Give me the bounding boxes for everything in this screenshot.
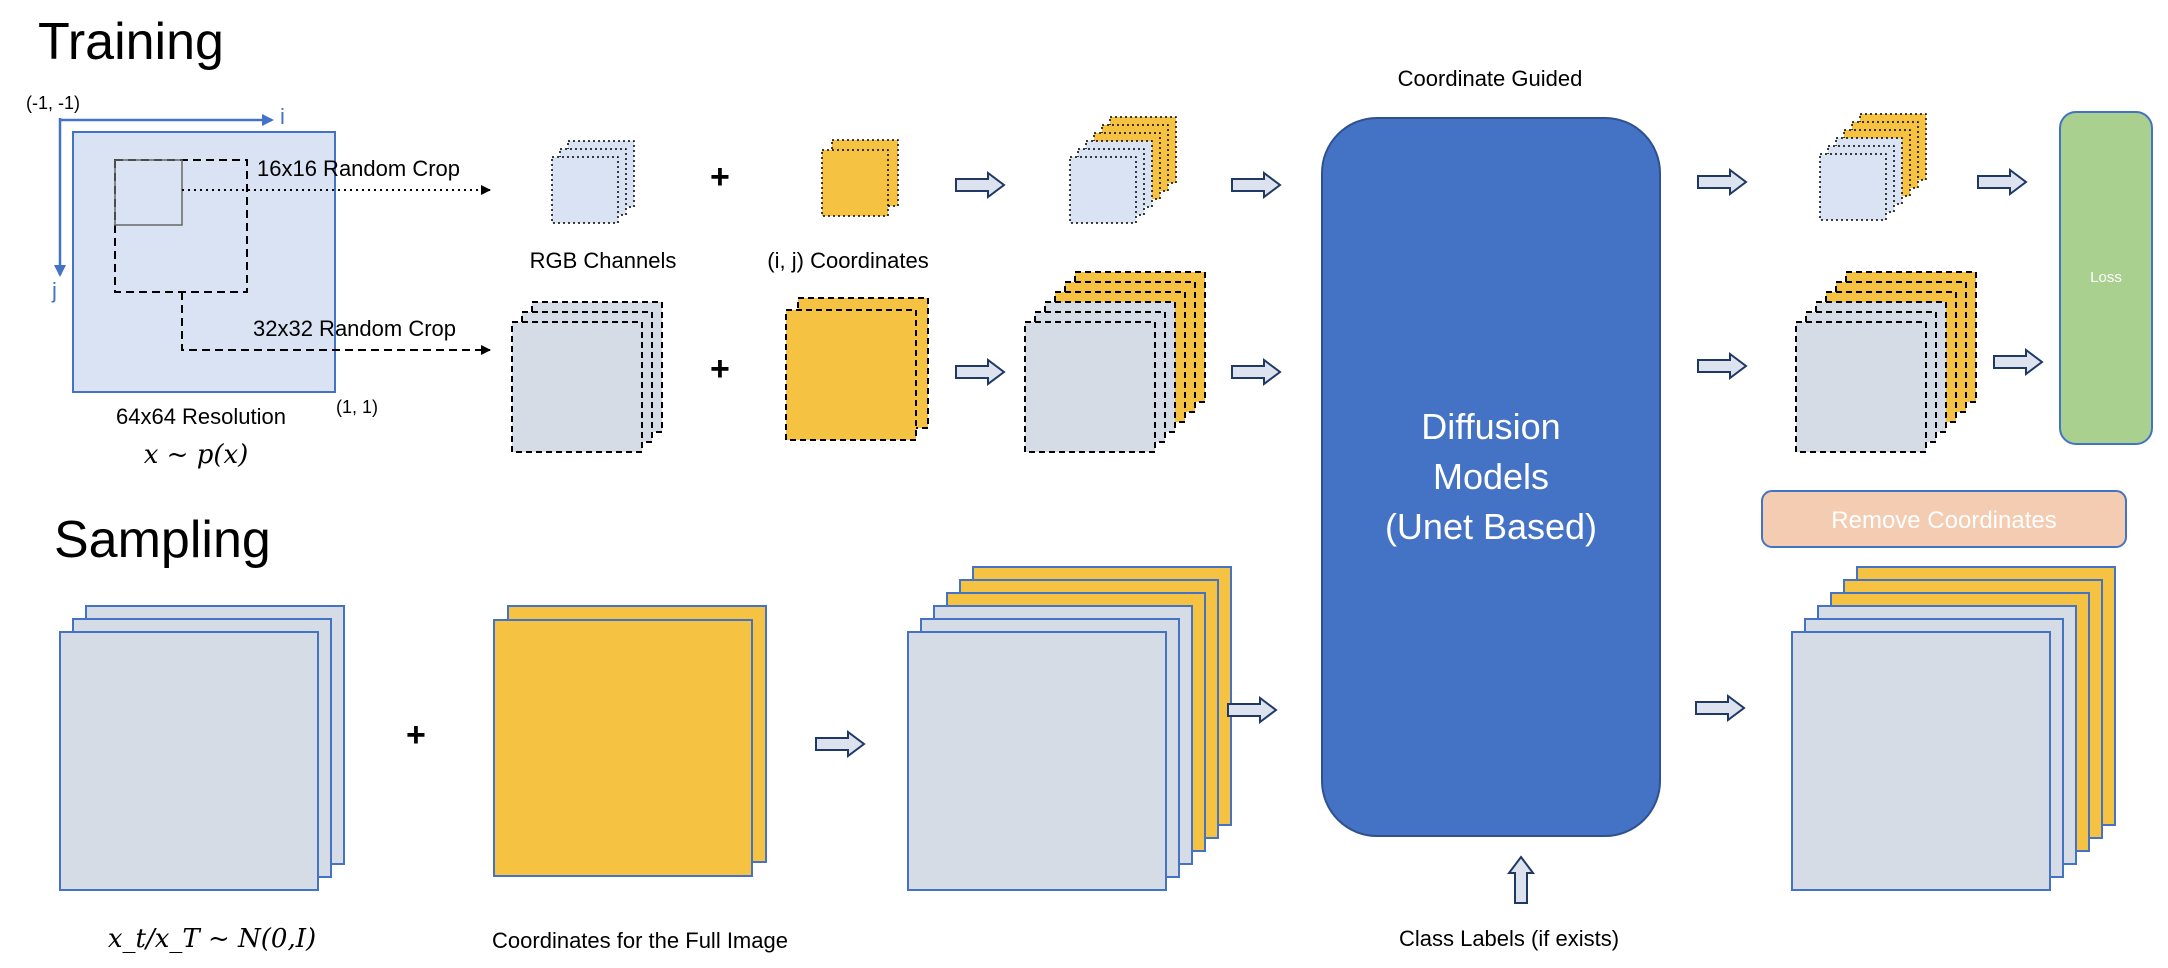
crop-large-label: 32x32 Random Crop: [253, 316, 457, 341]
output-small-stack-layer: [1819, 153, 1887, 221]
crop-small-label: 16x16 Random Crop: [257, 156, 461, 181]
plus-sampling: +: [406, 716, 426, 754]
arrow-from-model-large: [1697, 352, 1748, 380]
output-large-stack: [1795, 271, 1977, 453]
combined-large-stack-layer: [1024, 321, 1156, 453]
arrow-sampling-to-model: [1227, 696, 1278, 724]
noise-stack-layer: [59, 631, 319, 891]
crop-region-small: [114, 159, 183, 226]
rgb-large-stack: [511, 301, 663, 453]
full-coordinates-label: Coordinates for the Full Image: [492, 928, 788, 953]
diffusion-model-block: [1321, 117, 1661, 837]
coords-large-stack-layer: [785, 309, 917, 441]
rgb-large-stack-layer: [511, 321, 643, 453]
rgb-channels-label: RGB Channels: [529, 248, 677, 273]
arrow-from-model-small: [1697, 168, 1748, 196]
output-small-stack: [1819, 113, 1927, 221]
coords-large-stack: [785, 297, 929, 441]
coords-small-stack-layer: [821, 149, 889, 217]
arrow-to-loss-large: [1993, 348, 2044, 376]
sampling-heading: Sampling: [54, 511, 271, 569]
coordinate-guided-label: Coordinate Guided: [1397, 66, 1583, 91]
arrow-sampling-to-combined: [815, 730, 866, 758]
crop-large-arrow: [181, 292, 491, 355]
remove-coordinates-block: [1761, 490, 2127, 548]
rgb-small-stack: [551, 140, 635, 224]
arrow-sampling-from-model: [1695, 694, 1746, 722]
model-title-line2: Models: [1432, 456, 1550, 497]
noise-stack: [59, 605, 345, 891]
resolution-label: 64x64 Resolution: [115, 404, 287, 429]
rgb-small-stack-layer: [551, 156, 619, 224]
loss-block: [2059, 111, 2153, 445]
model-title-line1: Diffusion: [1421, 406, 1561, 447]
arrow-to-model-small: [1231, 171, 1282, 199]
axis-i-label: i: [280, 104, 285, 129]
combined-small-stack-layer: [1069, 156, 1137, 224]
training-heading: Training: [38, 13, 224, 71]
arrow-class-labels-up: [1507, 855, 1535, 904]
arrow-to-combined-large: [955, 358, 1006, 386]
full-coords-stack: [493, 605, 767, 877]
corner-top-left-label: (-1, -1): [26, 93, 80, 113]
class-labels-label: Class Labels (if exists): [1398, 926, 1620, 951]
distribution-label: x ~ p(x): [143, 440, 249, 470]
sampling-combined-stack-layer: [907, 631, 1167, 891]
coordinates-label: (i, j) Coordinates: [767, 248, 929, 273]
arrow-to-combined-small: [955, 171, 1006, 199]
combined-large-stack: [1024, 271, 1206, 453]
axis-j-label: j: [52, 278, 57, 303]
training-input-image: [72, 131, 336, 393]
noise-distribution-label: x_t/x_T ~ N(0,I): [107, 924, 317, 954]
remove-coordinates-label: Remove Coordinates: [1831, 507, 2057, 534]
plus-training-small: +: [710, 158, 730, 196]
output-large-stack-layer: [1795, 321, 1927, 453]
full-coords-stack-layer: [493, 619, 753, 877]
combined-small-stack: [1069, 116, 1177, 224]
sampling-combined-stack: [907, 566, 1232, 891]
corner-bottom-right-label: (1, 1): [336, 397, 379, 417]
sampling-output-stack: [1791, 566, 2116, 891]
sampling-output-stack-layer: [1791, 631, 2051, 891]
plus-training-large: +: [710, 350, 730, 388]
coords-small-stack: [821, 139, 899, 217]
arrow-to-model-large: [1231, 358, 1282, 386]
arrow-to-loss-small: [1977, 168, 2028, 196]
loss-label: Loss: [2090, 269, 2122, 286]
model-title-line3: (Unet Based): [1384, 506, 1598, 547]
